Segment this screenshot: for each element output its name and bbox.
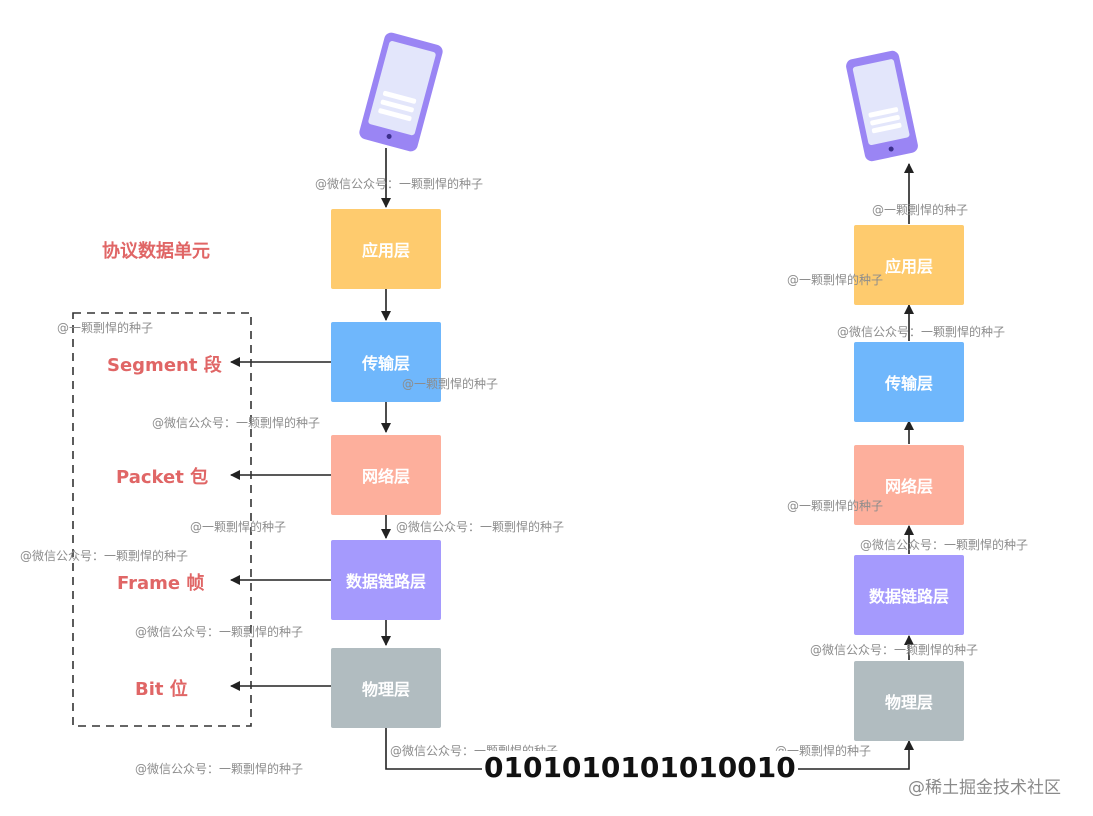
smartphone-icon (359, 32, 443, 152)
watermark: @微信公众号：一颗剽悍的种子 (860, 538, 1029, 552)
watermark: @微信公众号：一颗剽悍的种子 (396, 520, 565, 534)
left-datalink-layer: 数据链路层 (331, 540, 441, 620)
watermark: @一颗剽悍的种子 (190, 520, 287, 534)
path-left-down (385, 728, 484, 770)
right-physical-layer: 物理层 (854, 661, 964, 741)
pdu-segment-label: Segment 段 (107, 355, 222, 376)
watermark: @一颗剽悍的种子 (872, 203, 969, 217)
watermark: @一颗剽悍的种子 (787, 273, 884, 287)
left-application-layer: 应用层 (331, 209, 441, 289)
pdu-group-box (72, 312, 252, 727)
path-right-up (797, 740, 914, 770)
right-datalink-layer: 数据链路层 (854, 555, 964, 635)
left-transport-layer: 传输层 (331, 322, 441, 402)
pdu-packet-label: Packet 包 (116, 467, 209, 488)
watermark: @微信公众号：一颗剽悍的种子 (315, 177, 484, 191)
bitstream-label: 0101010101010010 (482, 751, 798, 784)
pdu-bit-label: Bit 位 (135, 679, 188, 700)
watermark: @微信公众号：一颗剽悍的种子 (135, 625, 304, 639)
pdu-frame-label: Frame 帧 (117, 573, 205, 594)
watermark: @微信公众号：一颗剽悍的种子 (20, 549, 189, 563)
watermark: @微信公众号：一颗剽悍的种子 (810, 643, 979, 657)
watermark: @一颗剽悍的种子 (775, 744, 872, 758)
left-physical-layer: 物理层 (331, 648, 441, 728)
watermark: @微信公众号：一颗剽悍的种子 (837, 325, 1006, 339)
right-network-layer: 网络层 (854, 445, 964, 525)
footer-watermark: @稀土掘金技术社区 (908, 778, 1061, 798)
left-network-layer: 网络层 (331, 435, 441, 515)
watermark: @一颗剽悍的种子 (787, 499, 884, 513)
watermark: @微信公众号：一颗剽悍的种子 (152, 416, 321, 430)
right-application-layer: 应用层 (854, 225, 964, 305)
watermark: @一颗剽悍的种子 (402, 377, 499, 391)
pdu-title: 协议数据单元 (102, 241, 210, 262)
watermark: @微信公众号：一颗剽悍的种子 (135, 762, 304, 776)
smartphone-icon (846, 50, 918, 162)
right-transport-layer: 传输层 (854, 342, 964, 422)
watermark: @一颗剽悍的种子 (57, 321, 154, 335)
